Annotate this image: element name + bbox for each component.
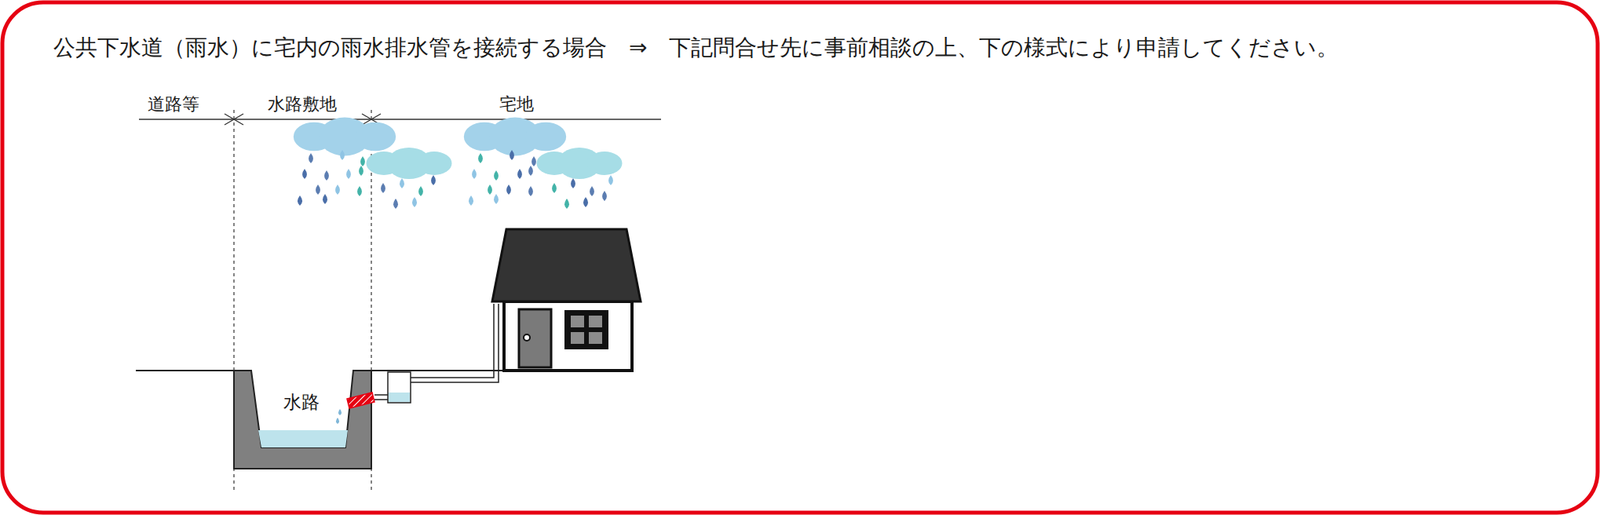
window-pane xyxy=(588,315,603,328)
raindrop xyxy=(493,193,499,205)
raindrop xyxy=(358,165,364,176)
cloud xyxy=(587,151,623,176)
catch-basin xyxy=(387,372,411,403)
zone-label: 宅地 xyxy=(496,94,537,115)
raindrops xyxy=(297,149,614,209)
house-roof xyxy=(492,229,641,302)
window xyxy=(565,310,608,349)
raindrop xyxy=(357,186,362,197)
drain-pipe xyxy=(410,303,499,383)
raindrop xyxy=(431,175,436,186)
raindrop xyxy=(564,198,570,209)
raindrop xyxy=(324,170,329,181)
raindrop xyxy=(471,168,477,179)
raindrop xyxy=(308,153,314,164)
pipe xyxy=(374,398,388,401)
raindrop xyxy=(418,186,424,197)
raindrop xyxy=(509,149,515,161)
window-pane xyxy=(570,332,585,344)
cloud xyxy=(525,122,567,152)
dimension-line xyxy=(138,118,662,120)
raindrop xyxy=(302,168,307,179)
ground-line xyxy=(135,369,236,372)
raindrop xyxy=(608,175,614,186)
channel xyxy=(233,370,372,469)
pipe xyxy=(374,394,388,396)
heading: 公共下水道（雨水）に宅内の雨水排水管を接続する場合 ⇒ 下記問合せ先に事前相談の… xyxy=(53,34,1339,62)
raindrop xyxy=(528,186,534,197)
raindrop xyxy=(322,193,328,205)
channel-label: 水路 xyxy=(281,391,322,414)
raindrop xyxy=(380,182,386,194)
raindrop xyxy=(602,190,607,201)
zone-label: 水路敷地 xyxy=(265,94,340,115)
connection-pipe xyxy=(347,392,375,409)
raindrop xyxy=(346,168,351,179)
channel-water xyxy=(258,430,348,448)
cloud xyxy=(416,151,453,176)
door-knob xyxy=(523,334,530,341)
raindrop xyxy=(528,165,534,176)
zone-label: 道路等 xyxy=(145,94,202,115)
raindrop xyxy=(412,197,417,208)
raindrop xyxy=(487,184,493,195)
house-wall xyxy=(504,301,632,371)
raindrop xyxy=(531,156,537,167)
raindrop xyxy=(297,195,303,206)
raindrop xyxy=(399,178,405,189)
raindrop xyxy=(393,198,399,209)
raindrop xyxy=(478,153,483,164)
raindrop xyxy=(493,170,499,181)
raindrop xyxy=(551,182,557,194)
raindrop xyxy=(339,149,345,161)
raindrop xyxy=(506,184,512,195)
raindrop xyxy=(335,184,340,195)
raindrop xyxy=(468,195,474,206)
drain-pipe xyxy=(410,303,494,378)
cloud xyxy=(354,122,396,152)
raindrop xyxy=(315,184,321,195)
raindrop xyxy=(589,186,595,197)
window-pane xyxy=(570,315,585,328)
raindrop xyxy=(583,197,589,208)
raindrop xyxy=(517,168,523,179)
basin-water xyxy=(388,392,410,402)
ground-line xyxy=(371,369,505,372)
water-drip xyxy=(336,409,342,424)
raindrop xyxy=(360,156,366,167)
door xyxy=(518,309,552,368)
window-pane xyxy=(588,332,603,344)
clouds xyxy=(293,117,623,179)
raindrop xyxy=(570,178,576,189)
